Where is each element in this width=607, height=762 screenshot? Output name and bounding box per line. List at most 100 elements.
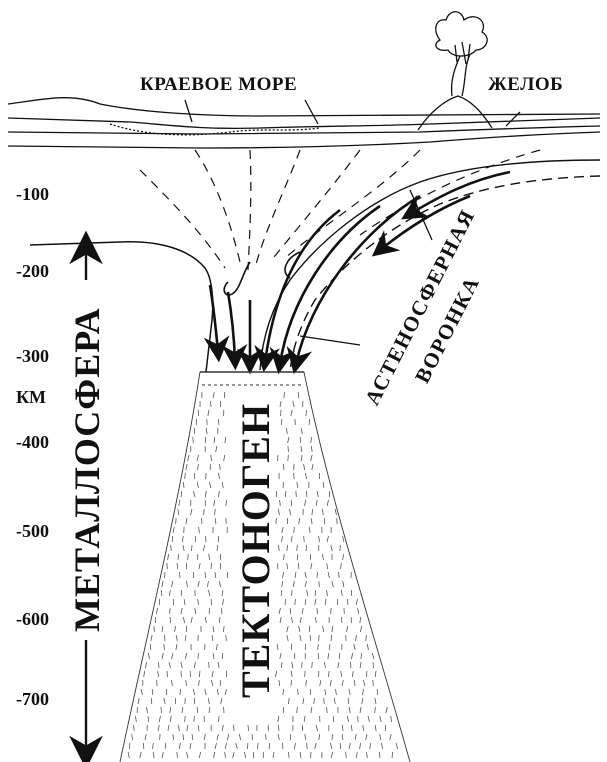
hatch-mark xyxy=(165,635,166,641)
hatch-mark xyxy=(301,446,302,452)
hatch-mark xyxy=(183,482,184,488)
hatch-mark xyxy=(198,599,199,605)
hatch-mark xyxy=(239,734,241,740)
hatch-mark xyxy=(360,743,361,749)
hatch-mark xyxy=(180,689,181,695)
hatch-mark xyxy=(167,563,168,569)
hatch-mark xyxy=(286,428,287,434)
hatch-mark xyxy=(209,590,210,596)
hatch-mark xyxy=(170,608,171,614)
hatch-mark xyxy=(317,572,318,578)
hatch-mark xyxy=(362,689,363,695)
hatch-mark xyxy=(222,482,223,488)
hatch-mark xyxy=(190,743,191,749)
hatch-mark xyxy=(206,428,207,434)
crust-layers xyxy=(8,98,600,148)
hatch-mark xyxy=(165,743,166,749)
hatch-mark xyxy=(222,599,223,605)
tectonogen-label: ТЕКТОНОГЕН xyxy=(232,403,279,698)
hatch-mark xyxy=(355,734,356,740)
hatch-mark xyxy=(278,734,279,740)
hatch-mark xyxy=(213,392,214,398)
hatch-mark xyxy=(204,509,205,515)
hatch-mark xyxy=(181,662,182,668)
hatch-mark xyxy=(375,698,376,704)
hatch-mark xyxy=(301,455,302,461)
hatch-mark xyxy=(185,473,186,479)
hatch-mark xyxy=(329,644,330,650)
hatch-mark xyxy=(289,752,290,758)
hatch-mark xyxy=(199,680,200,686)
hatch-mark xyxy=(375,671,376,677)
hatch-mark xyxy=(197,482,198,488)
hatch-mark xyxy=(284,392,285,398)
hatch-mark xyxy=(278,725,279,731)
hatch-mark xyxy=(319,734,320,740)
hatch-mark xyxy=(306,545,307,551)
hatch-mark xyxy=(287,545,288,551)
hatch-mark xyxy=(328,653,329,659)
hatch-mark xyxy=(298,563,299,569)
hatch-mark xyxy=(182,536,183,542)
hatch-mark xyxy=(358,608,359,614)
hatch-mark xyxy=(194,716,195,722)
hatch-mark xyxy=(183,545,184,551)
hatch-mark xyxy=(360,626,361,632)
hatch-mark xyxy=(198,410,199,416)
hatch-mark xyxy=(339,572,340,578)
hatch-mark xyxy=(322,554,323,560)
hatch-mark xyxy=(146,662,147,668)
hatch-mark xyxy=(153,743,154,749)
hatch-mark xyxy=(158,671,159,677)
hatch-mark xyxy=(310,635,311,641)
hatch-mark xyxy=(211,680,213,686)
hatch-mark xyxy=(331,635,332,641)
hatch-mark xyxy=(327,536,329,542)
hatch-mark xyxy=(224,626,225,632)
hatch-mark xyxy=(185,716,186,722)
depth-tick-700: -700 xyxy=(16,689,49,710)
hatch-mark xyxy=(283,572,284,578)
hatch-mark xyxy=(327,500,328,506)
hatch-mark xyxy=(315,599,316,605)
hatch-mark xyxy=(380,716,381,722)
hatch-mark xyxy=(375,707,376,713)
hatch-mark xyxy=(317,491,318,497)
hatch-mark xyxy=(176,644,177,650)
hatch-mark xyxy=(360,662,361,668)
hatch-mark xyxy=(282,527,283,533)
hatch-mark xyxy=(292,662,293,668)
hatch-mark xyxy=(330,680,331,686)
hatch-mark xyxy=(199,752,201,758)
hatch-mark xyxy=(311,455,313,461)
hatch-mark xyxy=(307,590,308,596)
hatch-mark xyxy=(161,590,162,596)
hatch-mark xyxy=(366,734,367,740)
hatch-mark xyxy=(199,563,200,569)
hatch-mark xyxy=(288,437,289,443)
hatch-mark xyxy=(188,455,189,461)
hatch-mark xyxy=(248,725,249,731)
hatch-mark xyxy=(192,734,193,740)
hatch-mark xyxy=(212,635,213,641)
hatch-mark xyxy=(324,698,325,704)
depth-tick-400: -400 xyxy=(16,432,49,453)
hatch-mark xyxy=(152,689,153,695)
hatch-mark xyxy=(356,635,357,641)
hatch-mark xyxy=(315,743,316,749)
hatch-mark xyxy=(205,689,206,695)
hatch-mark xyxy=(340,545,341,551)
hatch-mark xyxy=(327,707,328,713)
hatch-mark xyxy=(186,680,187,686)
hatch-mark xyxy=(281,662,282,668)
hatch-mark xyxy=(380,734,381,740)
hatch-mark xyxy=(186,464,187,470)
depth-tick-300: -300 xyxy=(16,346,49,367)
hatch-mark xyxy=(347,716,348,722)
hatch-mark xyxy=(373,680,374,686)
hatch-mark xyxy=(179,500,180,506)
hatch-mark xyxy=(273,752,274,758)
hatch-mark xyxy=(179,572,180,578)
hatch-mark xyxy=(295,572,296,578)
